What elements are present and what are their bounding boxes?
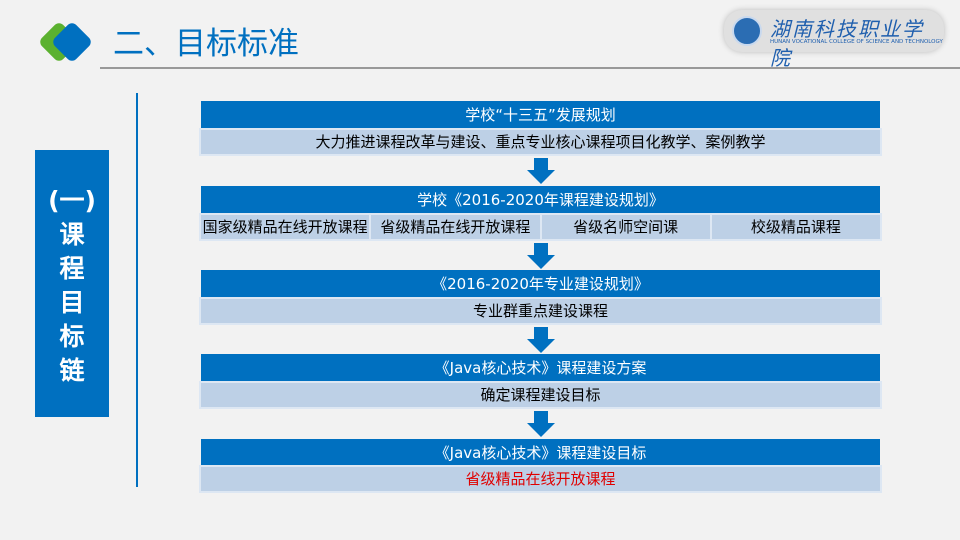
section-label-line: (一) (48, 186, 96, 215)
college-name-cn: 湖南科技职业学院 (770, 17, 924, 70)
section-label-line: 课 (59, 220, 85, 249)
chain-step-title: 《Java核心技术》课程建设方案 (201, 354, 880, 382)
down-arrow-icon (527, 158, 555, 184)
course-level-cell: 省级精品在线开放课程 (371, 215, 540, 239)
chain-step-title: 学校“十三五”发展规划 (201, 101, 880, 129)
down-arrow-icon (527, 411, 555, 437)
chain-goal-detail: 省级精品在线开放课程 (199, 465, 882, 493)
down-arrow-icon (527, 243, 555, 269)
chain-step-detail: 大力推进课程改革与建设、重点专业核心课程项目化教学、案例教学 (199, 128, 882, 156)
course-level-cell: 省级名师空间课 (541, 215, 710, 239)
section-label-line: 链 (59, 356, 85, 385)
section-label: (一) 课 程 目 标 链 (35, 150, 109, 417)
title-divider (100, 67, 960, 69)
section-label-line: 程 (59, 254, 85, 283)
chain-step-title: 学校《2016-2020年课程建设规划》 (201, 186, 880, 214)
course-level-cell: 校级精品课程 (711, 215, 880, 239)
chain-step-detail: 专业群重点建设课程 (199, 297, 882, 325)
vertical-divider (136, 93, 138, 487)
chain-step-title: 《2016-2020年专业建设规划》 (201, 270, 880, 298)
section-label-line: 目 (59, 288, 85, 317)
chain-step-detail: 确定课程建设目标 (199, 381, 882, 409)
college-seal-icon (732, 16, 762, 46)
section-label-line: 标 (59, 322, 85, 351)
college-name-en: HUNAN VOCATIONAL COLLEGE OF SCIENCE AND … (770, 39, 943, 45)
college-logo: 湖南科技职业学院 HUNAN VOCATIONAL COLLEGE OF SCI… (724, 10, 944, 70)
chain-step-title: 《Java核心技术》课程建设目标 (201, 439, 880, 467)
course-level-row: 国家级精品在线开放课程 省级精品在线开放课程 省级名师空间课 校级精品课程 (199, 213, 882, 241)
down-arrow-icon (527, 327, 555, 353)
page-title: 二、目标标准 (113, 26, 299, 62)
course-level-cell: 国家级精品在线开放课程 (201, 215, 370, 239)
